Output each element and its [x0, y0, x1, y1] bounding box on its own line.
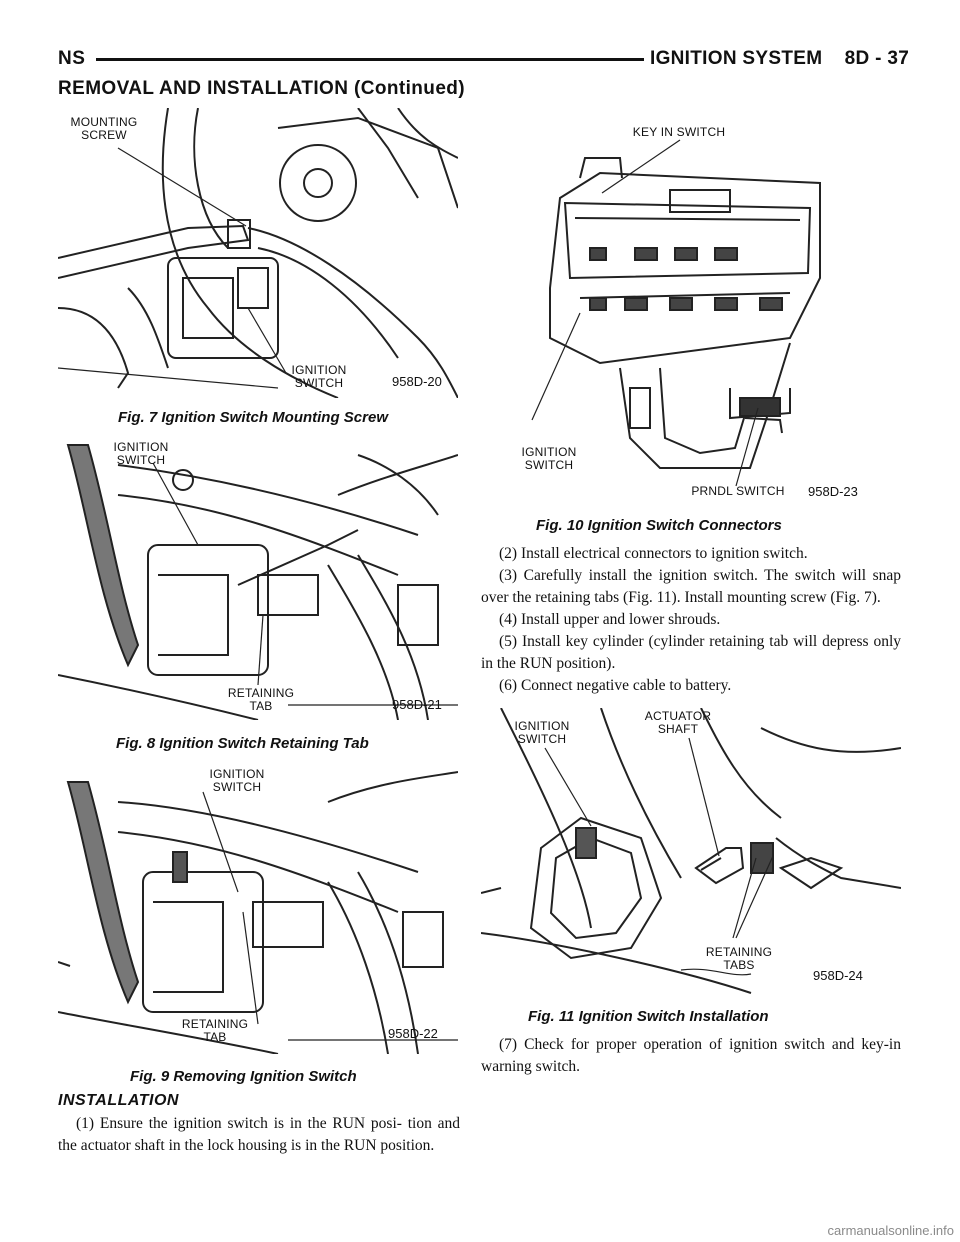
- installation-step-3: (3) Carefully install the ignition switc…: [481, 567, 901, 606]
- fig10-drawing: [531, 139, 821, 487]
- installation-step-7-block: (7) Check for proper operation of igniti…: [481, 1034, 901, 1078]
- figure-8-illustration: IGNITION SWITCH RETAINING TAB 958D-21: [58, 435, 458, 720]
- installation-step-5: (5) Install key cylinder (cylinder retai…: [481, 633, 901, 672]
- fig7-callout-ignition-switch: IGNITION SWITCH: [291, 363, 347, 390]
- fig10-code: 958D-23: [808, 484, 858, 499]
- section-title: REMOVAL AND INSTALLATION (Continued): [58, 78, 466, 99]
- installation-heading: INSTALLATION: [58, 1092, 179, 1109]
- header-page-title: IGNITION SYSTEM 8D - 37: [650, 48, 910, 69]
- fig9-code: 958D-22: [388, 1026, 438, 1041]
- fig7-code: 958D-20: [392, 374, 442, 389]
- fig8-callout-retaining-tab: RETAINING TAB: [227, 686, 295, 713]
- installation-step-7: (7) Check for proper operation of igniti…: [481, 1036, 901, 1075]
- fig9-caption: Fig. 9 Removing Ignition Switch: [130, 1068, 357, 1085]
- fig11-code: 958D-24: [813, 968, 863, 983]
- fig11-callout-actuator-shaft: ACTUATOR SHAFT: [644, 709, 712, 736]
- fig10-caption: Fig. 10 Ignition Switch Connectors: [536, 517, 782, 534]
- fig10-callout-key-in-switch: KEY IN SWITCH: [632, 125, 726, 139]
- fig11-drawing: [481, 708, 901, 994]
- fig9-drawing: [58, 771, 458, 1054]
- installation-steps-2-6: (2) Install electrical connectors to ign…: [481, 543, 901, 697]
- fig8-callout-ignition-switch: IGNITION SWITCH: [113, 440, 169, 467]
- fig9-callout-ignition-switch: IGNITION SWITCH: [209, 767, 265, 794]
- fig10-callout-prndl-switch: PRNDL SWITCH: [691, 484, 785, 498]
- fig11-callout-ignition-switch: IGNITION SWITCH: [514, 719, 570, 746]
- fig8-caption: Fig. 8 Ignition Switch Retaining Tab: [116, 735, 369, 752]
- watermark: carmanualsonline.info: [827, 1223, 954, 1238]
- installation-step-2: (2) Install electrical connectors to ign…: [499, 545, 808, 562]
- figure-9-illustration: IGNITION SWITCH RETAINING TAB 958D-22: [58, 762, 458, 1054]
- fig10-callout-ignition-switch: IGNITION SWITCH: [521, 445, 577, 472]
- installation-step-1-block: (1) Ensure the ignition switch is in the…: [58, 1113, 460, 1157]
- fig8-drawing: [58, 444, 458, 720]
- fig9-callout-retaining-tab: RETAINING TAB: [181, 1017, 249, 1044]
- figure-11-illustration: IGNITION SWITCH ACTUATOR SHAFT RETAINING…: [481, 708, 901, 998]
- figure-7-illustration: MOUNTING SCREW IGNITION SWITCH 958D-20: [58, 108, 458, 398]
- fig11-caption: Fig. 11 Ignition Switch Installation: [528, 1008, 769, 1025]
- installation-step-4: (4) Install upper and lower shrouds.: [499, 611, 721, 628]
- fig8-code: 958D-21: [392, 697, 442, 712]
- installation-step-1: (1) Ensure the ignition switch is in the…: [58, 1115, 460, 1154]
- installation-step-6: (6) Connect negative cable to battery.: [499, 677, 732, 694]
- header-rule: [96, 58, 644, 61]
- fig11-callout-retaining-tabs: RETAINING TABS: [705, 945, 773, 972]
- fig7-callout-mounting-screw: MOUNTING SCREW: [70, 115, 138, 142]
- figure-10-illustration: KEY IN SWITCH IGNITION SWITCH PRNDL SWIT…: [490, 108, 900, 506]
- header-section-code: NS: [58, 48, 86, 69]
- fig7-drawing: [58, 108, 458, 398]
- fig7-caption: Fig. 7 Ignition Switch Mounting Screw: [118, 409, 388, 426]
